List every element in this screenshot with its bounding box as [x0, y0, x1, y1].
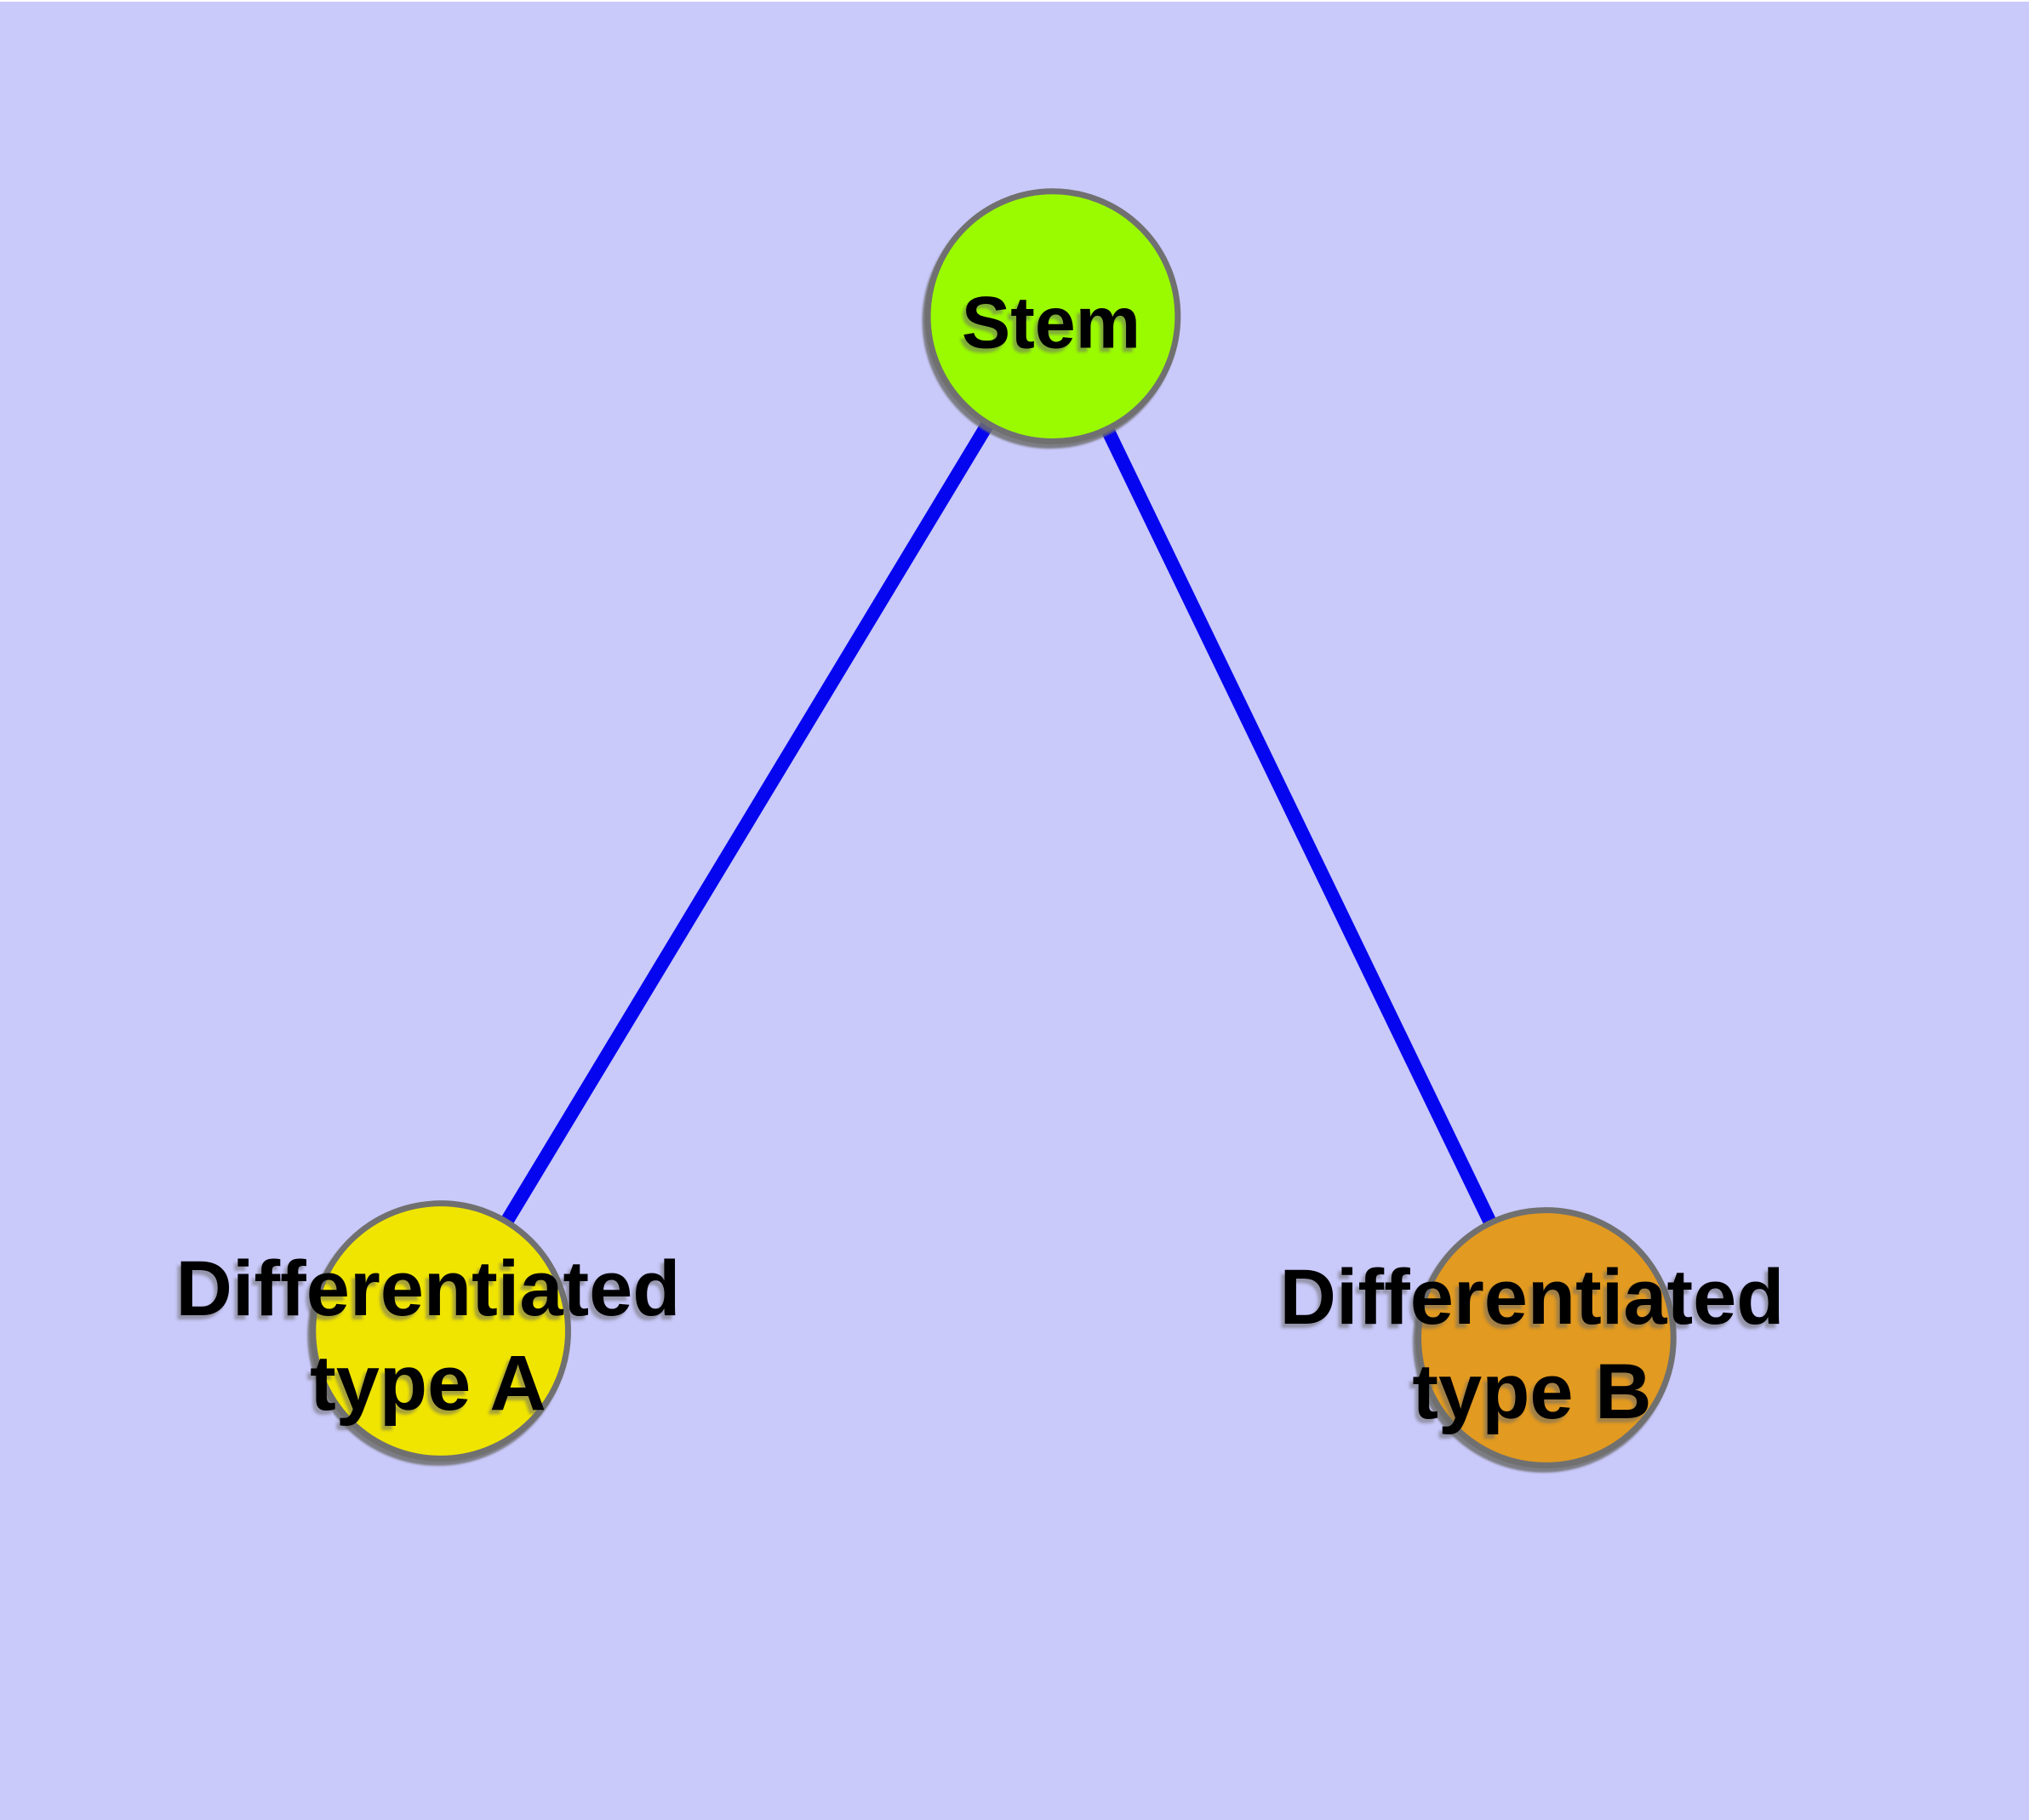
- node-type-b-circle[interactable]: [1415, 1207, 1677, 1468]
- edge-stem-to-type-b: [1046, 313, 1552, 1342]
- edge-stem-to-type-a: [434, 312, 1059, 1335]
- node-type-a-circle[interactable]: [310, 1200, 571, 1462]
- node-stem-circle[interactable]: [924, 188, 1181, 445]
